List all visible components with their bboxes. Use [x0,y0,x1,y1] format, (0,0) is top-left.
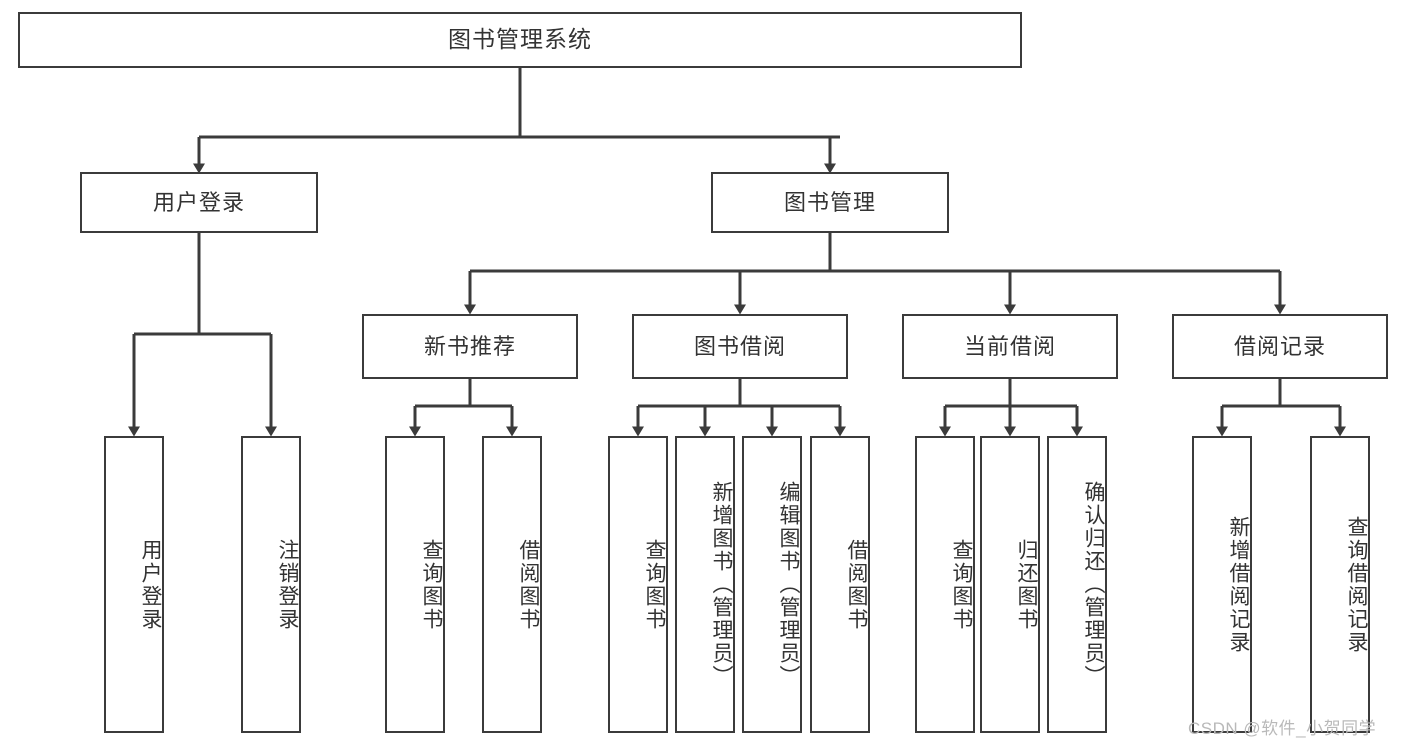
node-borrow-record[interactable]: 借阅记录 [1172,314,1388,379]
node-leaf-logout-login-label: 注销登录 [276,538,299,631]
node-user-login[interactable]: 用户登录 [80,172,318,233]
node-leaf-query-book-1-label: 查询图书 [420,538,443,631]
node-leaf-confirm-return-label: 确认归还（管理员） [1082,481,1105,688]
node-leaf-return-book-label: 归还图书 [1015,538,1038,631]
node-leaf-logout-login[interactable]: 注销登录 [241,436,301,733]
node-leaf-query-book-3-label: 查询图书 [950,538,973,631]
node-user-login-label: 用户登录 [152,189,245,215]
node-leaf-user-login[interactable]: 用户登录 [104,436,164,733]
node-root-label: 图书管理系统 [448,26,592,53]
node-leaf-return-book[interactable]: 归还图书 [980,436,1040,733]
node-leaf-confirm-return[interactable]: 确认归还（管理员） [1047,436,1107,733]
node-current-borrow[interactable]: 当前借阅 [902,314,1118,379]
node-leaf-add-book[interactable]: 新增图书（管理员） [675,436,735,733]
node-leaf-query-book-2-label: 查询图书 [643,538,666,631]
node-leaf-query-record-label: 查询借阅记录 [1345,515,1368,654]
node-leaf-edit-book[interactable]: 编辑图书（管理员） [742,436,802,733]
node-leaf-borrow-book-2-label: 借阅图书 [845,538,868,631]
node-leaf-user-login-label: 用户登录 [139,538,162,631]
node-leaf-query-book-2[interactable]: 查询图书 [608,436,668,733]
node-book-management[interactable]: 图书管理 [711,172,949,233]
node-current-borrow-label: 当前借阅 [963,333,1056,359]
node-leaf-add-record[interactable]: 新增借阅记录 [1192,436,1252,733]
node-borrow-record-label: 借阅记录 [1233,333,1326,359]
node-leaf-query-book-1[interactable]: 查询图书 [385,436,445,733]
node-leaf-query-record[interactable]: 查询借阅记录 [1310,436,1370,733]
node-book-borrow[interactable]: 图书借阅 [632,314,848,379]
watermark: CSDN @软件_小贺同学 [1188,719,1377,738]
node-leaf-edit-book-label: 编辑图书（管理员） [777,481,800,688]
node-new-book-recommend-label: 新书推荐 [423,333,516,359]
node-leaf-borrow-book-1-label: 借阅图书 [517,538,540,631]
node-leaf-query-book-3[interactable]: 查询图书 [915,436,975,733]
node-leaf-borrow-book-2[interactable]: 借阅图书 [810,436,870,733]
node-root[interactable]: 图书管理系统 [18,12,1022,68]
node-leaf-borrow-book-1[interactable]: 借阅图书 [482,436,542,733]
node-leaf-add-book-label: 新增图书（管理员） [710,481,733,688]
node-new-book-recommend[interactable]: 新书推荐 [362,314,578,379]
node-book-management-label: 图书管理 [783,189,876,215]
node-leaf-add-record-label: 新增借阅记录 [1227,515,1250,654]
node-book-borrow-label: 图书借阅 [693,333,786,359]
